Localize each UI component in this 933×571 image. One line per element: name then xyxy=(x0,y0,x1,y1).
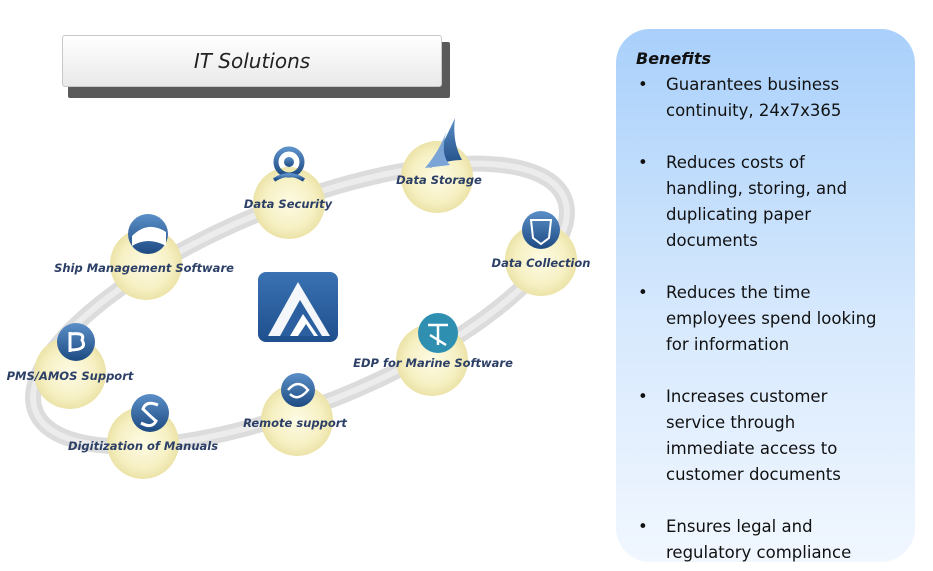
benefit-item: Ensures legal and regulatory compliance xyxy=(636,514,901,566)
benefit-line: customer documents xyxy=(666,465,841,484)
mountain-logo-icon xyxy=(258,272,338,342)
benefit-item: Reduces costs of handling, storing, and … xyxy=(636,150,901,254)
benefit-line: Guarantees business xyxy=(666,75,840,94)
page-title: IT Solutions xyxy=(62,35,442,87)
node-label: EDP for Marine Software xyxy=(353,356,513,370)
node-digitization: Digitization of Manuals xyxy=(68,394,218,479)
node-remote-support: Remote support xyxy=(243,373,347,456)
benefit-line: handling, storing, and xyxy=(666,179,848,198)
benefit-line: employees spend looking xyxy=(666,309,877,328)
benefit-line: regulatory compliance xyxy=(666,543,852,562)
node-data-collection: Data Collection xyxy=(492,211,591,296)
node-edp-marine: EDP for Marine Software xyxy=(353,313,513,396)
benefit-line: Increases customer xyxy=(666,387,828,406)
node-label: Digitization of Manuals xyxy=(68,439,218,453)
wave-icon xyxy=(128,214,168,254)
node-label: Remote support xyxy=(243,416,347,430)
benefit-item: Reduces the time employees spend looking… xyxy=(636,280,901,358)
benefit-line: documents xyxy=(666,231,758,250)
benefits-title: Benefits xyxy=(636,49,712,68)
node-data-storage: Data Storage xyxy=(396,118,482,213)
node-data-security: Data Security xyxy=(244,146,333,239)
node-label: Ship Management Software xyxy=(54,261,234,275)
benefit-line: continuity, 24x7x365 xyxy=(666,101,842,120)
glyph-icon xyxy=(418,313,458,353)
benefit-line: Reduces costs of xyxy=(666,153,805,172)
benefit-line: duplicating paper xyxy=(666,205,811,224)
node-label: Data Collection xyxy=(492,256,591,270)
benefit-line: Reduces the time xyxy=(666,283,811,302)
node-label: Data Storage xyxy=(396,173,482,187)
b-emblem-icon xyxy=(57,323,95,361)
benefits-panel: Benefits Guarantees business continuity,… xyxy=(616,29,915,562)
swirl-icon xyxy=(281,373,315,407)
benefit-line: immediate access to xyxy=(666,439,838,458)
it-solutions-diagram: Data Security Data Storage Data Collecti… xyxy=(7,118,591,479)
benefit-line: for information xyxy=(666,335,790,354)
benefit-line: Ensures legal and xyxy=(666,517,813,536)
benefit-item: Increases customer service through immed… xyxy=(636,384,901,488)
s-swirl-icon xyxy=(131,394,169,432)
node-label: PMS/AMOS Support xyxy=(7,369,134,383)
benefit-list: Guarantees business continuity, 24x7x365… xyxy=(636,72,901,566)
wing-icon xyxy=(425,118,462,168)
benefit-line: service through xyxy=(666,413,796,432)
knot-emblem-icon xyxy=(272,146,306,182)
shield-icon xyxy=(522,211,560,249)
benefit-item: Guarantees business continuity, 24x7x365 xyxy=(636,72,901,124)
node-ship-management: Ship Management Software xyxy=(54,214,234,300)
node-label: Data Security xyxy=(244,197,333,211)
node-pms-amos: PMS/AMOS Support xyxy=(7,323,134,409)
